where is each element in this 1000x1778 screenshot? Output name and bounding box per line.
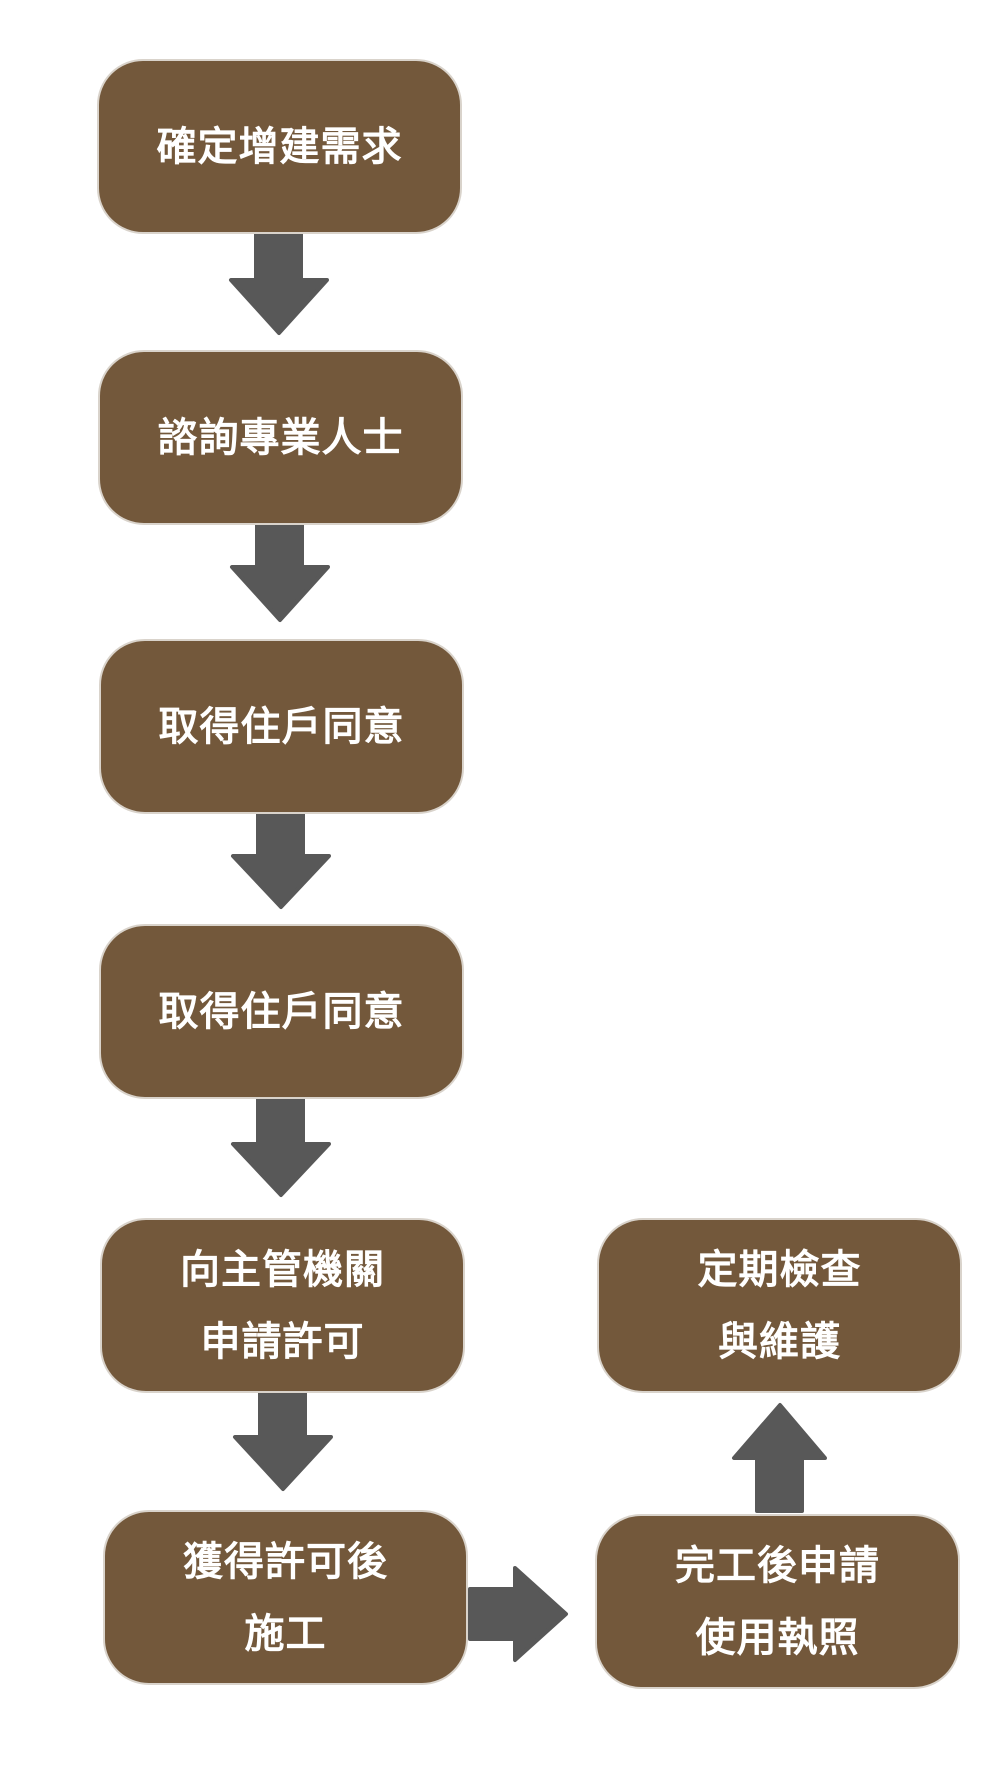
step-resident-consent-1-label: 取得住戶同意 [158,703,405,750]
arrow-down-3 [231,810,331,909]
arrow-down-4 [231,1096,331,1197]
step-inspection-label: 定期檢查 與維護 [697,1246,862,1365]
step-construction-label: 獲得許可後 施工 [183,1538,388,1657]
arrow-down-5 [233,1390,333,1491]
step-consult-professionals: 諮詢專業人士 [98,350,463,525]
arrow-up [732,1403,827,1513]
step-apply-permit-label: 向主管機關 申請許可 [180,1246,385,1365]
arrow-down-2 [230,521,330,622]
step-resident-consent-1: 取得住戶同意 [99,639,464,814]
step-define-needs-label: 確定增建需求 [156,123,403,170]
step-consult-professionals-label: 諮詢專業人士 [157,414,404,461]
step-inspection: 定期檢查 與維護 [597,1218,962,1393]
arrow-right [468,1566,568,1662]
step-usage-license: 完工後申請 使用執照 [595,1514,960,1689]
arrow-down-1 [229,231,329,335]
step-resident-consent-2-label: 取得住戶同意 [158,988,405,1035]
step-usage-license-label: 完工後申請 使用執照 [675,1542,880,1661]
step-define-needs: 確定增建需求 [97,59,462,234]
step-resident-consent-2: 取得住戶同意 [99,924,464,1099]
step-construction: 獲得許可後 施工 [103,1510,468,1685]
step-apply-permit: 向主管機關 申請許可 [100,1218,465,1393]
